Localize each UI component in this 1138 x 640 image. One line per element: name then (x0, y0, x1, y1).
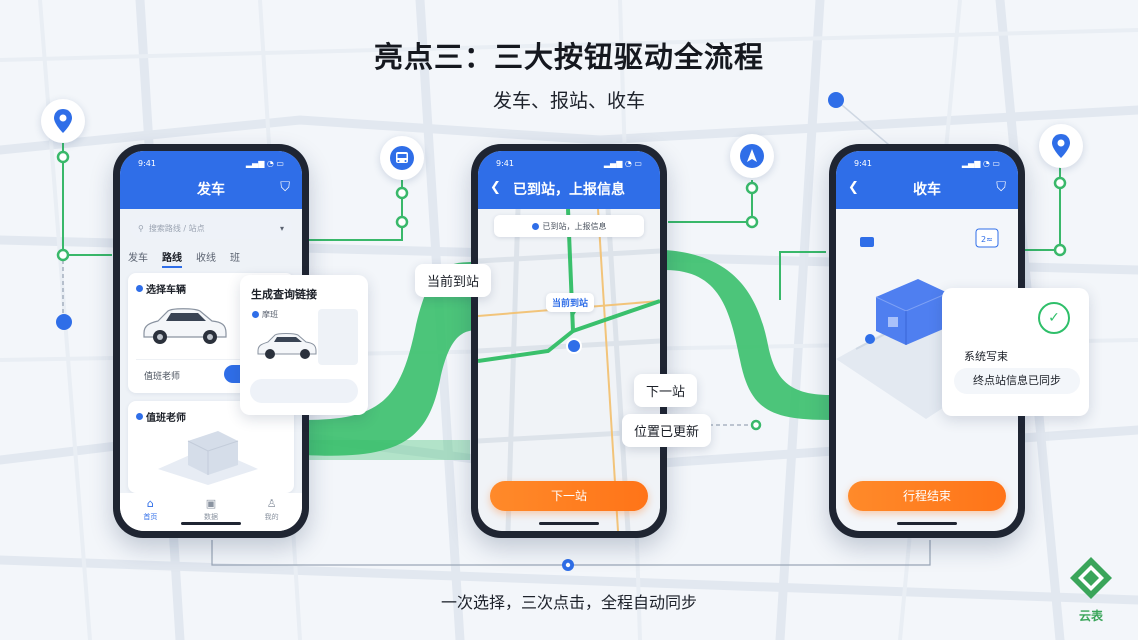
location-pin-icon (1039, 124, 1083, 168)
header-title: 已到站，上报信息 (513, 182, 625, 198)
app-header (120, 151, 302, 209)
location-pin-icon (41, 99, 85, 143)
page-subtitle: 发车、报站、收车 (492, 90, 645, 112)
tab-bar: 发车 路线 收线 班 (128, 249, 298, 268)
duty-teacher-label: 值班老师 (144, 372, 181, 382)
chevron-down-icon[interactable]: ▾ (279, 223, 284, 233)
sync-line1: 系统写束 (964, 350, 1008, 363)
status-pill: 已到站，上报信息 (494, 215, 644, 237)
teacher-card[interactable]: 值班老师 (128, 401, 294, 493)
map-station-label: 当前到站 (546, 293, 595, 312)
tag-dot-icon (252, 311, 259, 318)
phone-report-screen: 9:41 ▂▄▆ ◔ ▭ ❮ 已到站，上报信息 已到站，上报信息 当前到站 下一… (478, 151, 660, 531)
tab-route[interactable]: 路线 (162, 249, 182, 268)
tab-depart[interactable]: 发车 (128, 253, 148, 264)
home-indicator (897, 522, 957, 525)
map-view (478, 208, 660, 531)
location-dot-icon (136, 285, 143, 292)
home-indicator (539, 522, 599, 525)
home-icon: ⌂ (146, 497, 154, 510)
car-image (143, 308, 227, 344)
location-dot-icon (531, 222, 539, 230)
next-station-chip: 下一站 (634, 374, 698, 407)
next-station-button[interactable]: 下一站 (490, 481, 648, 511)
building-illustration (158, 431, 258, 485)
app-header (478, 151, 660, 209)
signal-icon: ▂▄▆ ◔ ▭ (961, 159, 1000, 168)
logo-text: 云表 (1078, 609, 1103, 623)
logo-mark-icon (1070, 557, 1112, 599)
signal-icon: ▂▄▆ ◔ ▭ (245, 159, 284, 168)
popup-tag: 摩班 (252, 309, 278, 320)
nav-profile[interactable]: ♙ 我的 (264, 497, 279, 521)
shield-icon[interactable]: ⛉ (280, 180, 290, 195)
phone-report: 9:41 ▂▄▆ ◔ ▭ ❮ 已到站，上报信息 已到站，上报信息 当前到站 下一… (471, 144, 667, 538)
status-time: 9:41 (138, 159, 156, 168)
header-title: 收车 (913, 182, 941, 198)
status-time: 9:41 (496, 159, 514, 168)
navigation-icon (730, 134, 774, 178)
teacher-card-title: 值班老师 (136, 409, 186, 424)
header-title: 发车 (197, 182, 225, 198)
sync-popup: ✓ 系统写束 终点站信息已同步 (942, 288, 1089, 416)
location-updated-chip: 位置已更新 (622, 414, 712, 447)
signal-icon: ▂▄▆ ◔ ▭ (603, 159, 642, 168)
home-indicator (181, 522, 241, 525)
shield-icon[interactable]: ⛉ (996, 180, 1006, 195)
sync-line2: 终点站信息已同步 (954, 368, 1080, 394)
search-icon: ⚲ (138, 223, 144, 233)
status-time: 9:41 (854, 159, 872, 168)
svg-text:2≈: 2≈ (981, 235, 993, 244)
tab-collect[interactable]: 收线 (196, 253, 216, 264)
back-icon[interactable]: ❮ (490, 180, 501, 195)
query-link-popup[interactable]: 生成查询链接 摩班 (240, 275, 368, 415)
footer-text: 一次选择，三次点击，全程自动同步 (440, 593, 697, 612)
car-image (257, 333, 317, 359)
page-title: 亮点三：三大按钮驱动全流程 (373, 40, 764, 74)
nav-home[interactable]: ⌂ 首页 (143, 497, 158, 521)
app-header (836, 151, 1018, 209)
status-bar: 9:41 ▂▄▆ ◔ ▭ (836, 151, 1018, 173)
popup-title: 生成查询链接 (251, 288, 317, 301)
back-icon[interactable]: ❮ (848, 180, 859, 195)
chart-icon: ▣ (205, 497, 217, 510)
bus-icon (380, 136, 424, 180)
nav-data[interactable]: ▣ 数据 (203, 497, 218, 521)
current-station-chip: 当前到站 (415, 264, 492, 297)
link-field[interactable] (250, 379, 358, 403)
user-icon: ♙ (266, 497, 277, 510)
map-thumbnail (318, 309, 358, 365)
bottom-nav: ⌂ 首页 ▣ 数据 ♙ 我的 (120, 493, 302, 531)
brand-logo: 云表 (1068, 555, 1114, 625)
trip-end-button[interactable]: 行程结束 (848, 481, 1006, 511)
search-input[interactable]: ⚲ 搜索路线 / 站点 ▾ (130, 217, 292, 239)
status-bar: 9:41 ▂▄▆ ◔ ▭ (120, 151, 302, 173)
tab-shift[interactable]: 班 (230, 253, 240, 264)
status-bar: 9:41 ▂▄▆ ◔ ▭ (478, 151, 660, 173)
check-icon: ✓ (1038, 302, 1070, 334)
search-placeholder: 搜索路线 / 站点 (148, 223, 205, 233)
vehicle-card-title: 选择车辆 (136, 281, 186, 296)
location-dot-icon (136, 413, 143, 420)
